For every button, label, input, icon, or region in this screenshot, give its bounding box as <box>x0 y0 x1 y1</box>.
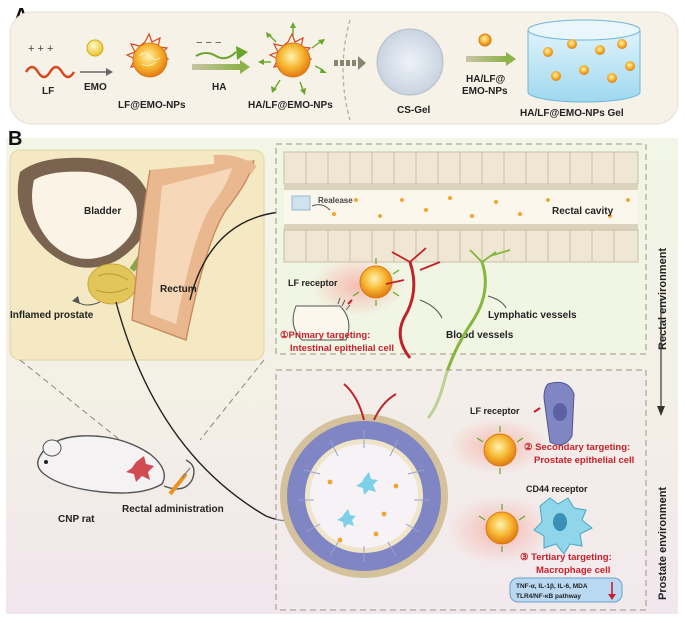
release-label: Realease <box>318 196 353 205</box>
lf-receptor-1 <box>347 299 353 305</box>
acinus-lumen <box>310 444 418 548</box>
cs-gel-texture <box>385 43 433 75</box>
lf-strand <box>24 65 76 79</box>
rectal-cavity-label: Rectal cavity <box>552 206 614 217</box>
targeting-nanoparticle-3 <box>485 511 519 545</box>
gel-product-label: HA/LF@EMO-NPs Gel <box>520 108 624 119</box>
cd44-receptor-label: CD44 receptor <box>526 484 588 494</box>
intestinal-epithelial-cell <box>292 305 350 341</box>
environment-axis-head <box>657 406 665 416</box>
rectal-administration-label: Rectal administration <box>122 504 224 515</box>
prostate <box>87 263 137 305</box>
ha-strand <box>195 51 237 60</box>
lf-label: LF <box>42 86 54 97</box>
prostate-pointer-head <box>72 296 80 304</box>
bladder-lumen <box>32 171 137 259</box>
cnp-rat-label: CNP rat <box>58 514 95 525</box>
intestinal-epithelium-bottom <box>283 224 639 263</box>
ha-arrowhead <box>240 60 250 74</box>
ha-lf-line2: EMO-NPs <box>462 86 508 97</box>
colon-segment <box>213 154 257 175</box>
down-arrowhead <box>608 594 616 600</box>
small-np <box>478 33 492 47</box>
primary-targeting-line2: Intestinal epithelial cell <box>290 343 394 354</box>
lf-emo-nanoparticle <box>125 32 170 78</box>
pathway-line1: TNF-α, IL-1β, IL-6, MDA <box>516 583 588 590</box>
rectum-lumen <box>150 168 232 324</box>
lymphatic-branches <box>469 249 511 263</box>
rectal-environment-label: Rectal environment <box>657 248 669 350</box>
gel-fragment <box>291 195 311 211</box>
pathway-box <box>509 577 623 603</box>
lumen-nanoparticles <box>327 479 399 543</box>
gel-arrowhead <box>506 52 516 66</box>
macrophage-nucleus <box>553 513 567 531</box>
targeting-nanoparticle-1 <box>359 265 393 299</box>
ha-arrow <box>192 64 240 70</box>
lymphatic-vessels-label: Lymphatic vessels <box>488 310 577 321</box>
prostate-blood-supply <box>343 383 397 421</box>
prostate-environment-label: Prostate environment <box>657 487 669 600</box>
zoom-lines <box>19 359 265 441</box>
emo-sphere <box>86 39 104 57</box>
intestinal-epithelium-top <box>283 151 639 190</box>
secondary-targeting-line1: ② Secondary targeting: <box>524 442 630 453</box>
emo-arrowhead <box>106 68 113 76</box>
rectal-cavity <box>284 190 638 224</box>
prostate-cell-nucleus <box>553 403 567 421</box>
inflamed-prostate-label: Inflamed prostate <box>10 310 94 321</box>
targeting-nanoparticle-2 <box>483 433 517 467</box>
primary-targeting-line1: ①Primary targeting: <box>280 330 370 341</box>
lumen-macrophages <box>337 472 378 528</box>
rectum-connector <box>189 211 281 301</box>
cs-gel-label: CS-Gel <box>397 105 431 116</box>
gel-arrow <box>466 56 506 62</box>
blood-vessel <box>398 261 416 359</box>
ha-spikes-3 <box>478 504 526 552</box>
ha-lf-emo-nps-label: HA/LF@EMO-NPs <box>248 100 333 111</box>
blood-vessels-label: Blood vessels <box>446 330 514 341</box>
cnp-rat <box>37 435 195 496</box>
bladder-label: Bladder <box>84 206 121 217</box>
lf-charges: + + + <box>28 43 53 55</box>
blood-vessels-pointer <box>419 299 443 319</box>
gel-cylinder <box>527 19 641 103</box>
rectum-label: Rectum <box>160 284 197 295</box>
dashed-arrow <box>334 56 366 70</box>
lf-receptor-1-label: LF receptor <box>288 278 338 288</box>
tertiary-targeting-line2: Macrophage cell <box>536 565 610 576</box>
release-arrow <box>311 204 331 211</box>
panel-b-letter: B <box>8 128 22 150</box>
lymphatic-pointer <box>487 295 507 309</box>
blood-vessel-branches <box>385 247 441 285</box>
tertiary-targeting-line1: ③ Tertiary targeting: <box>520 552 612 563</box>
lf-receptor-2-label: LF receptor <box>470 406 520 416</box>
pathway-line2: TLR4/NF-κB pathway <box>516 593 581 600</box>
prostate-texture <box>95 273 129 294</box>
ha-spikes-1 <box>352 258 400 306</box>
ha-spikes-2 <box>476 426 524 474</box>
released-nanoparticles <box>332 196 630 218</box>
panel-a-divider <box>342 19 351 121</box>
cs-gel-sphere <box>376 28 444 96</box>
ha-label: HA <box>212 82 226 93</box>
panel-a-background <box>9 11 679 125</box>
lf-emo-nps-label: LF@EMO-NPs <box>118 100 186 111</box>
cell-microvilli <box>337 297 351 311</box>
lf-receptor-2 <box>533 407 541 413</box>
epithelial-cell-borders <box>298 430 430 562</box>
ha-charges: − − − <box>196 37 221 49</box>
ha-strand-head <box>236 46 248 60</box>
ha-lf-emo-nanoparticle <box>258 22 327 95</box>
ha-lf-line1: HA/LF@ <box>466 74 505 85</box>
secondary-targeting-line2: Prostate epithelial cell <box>534 455 634 466</box>
emo-label: EMO <box>84 82 107 93</box>
